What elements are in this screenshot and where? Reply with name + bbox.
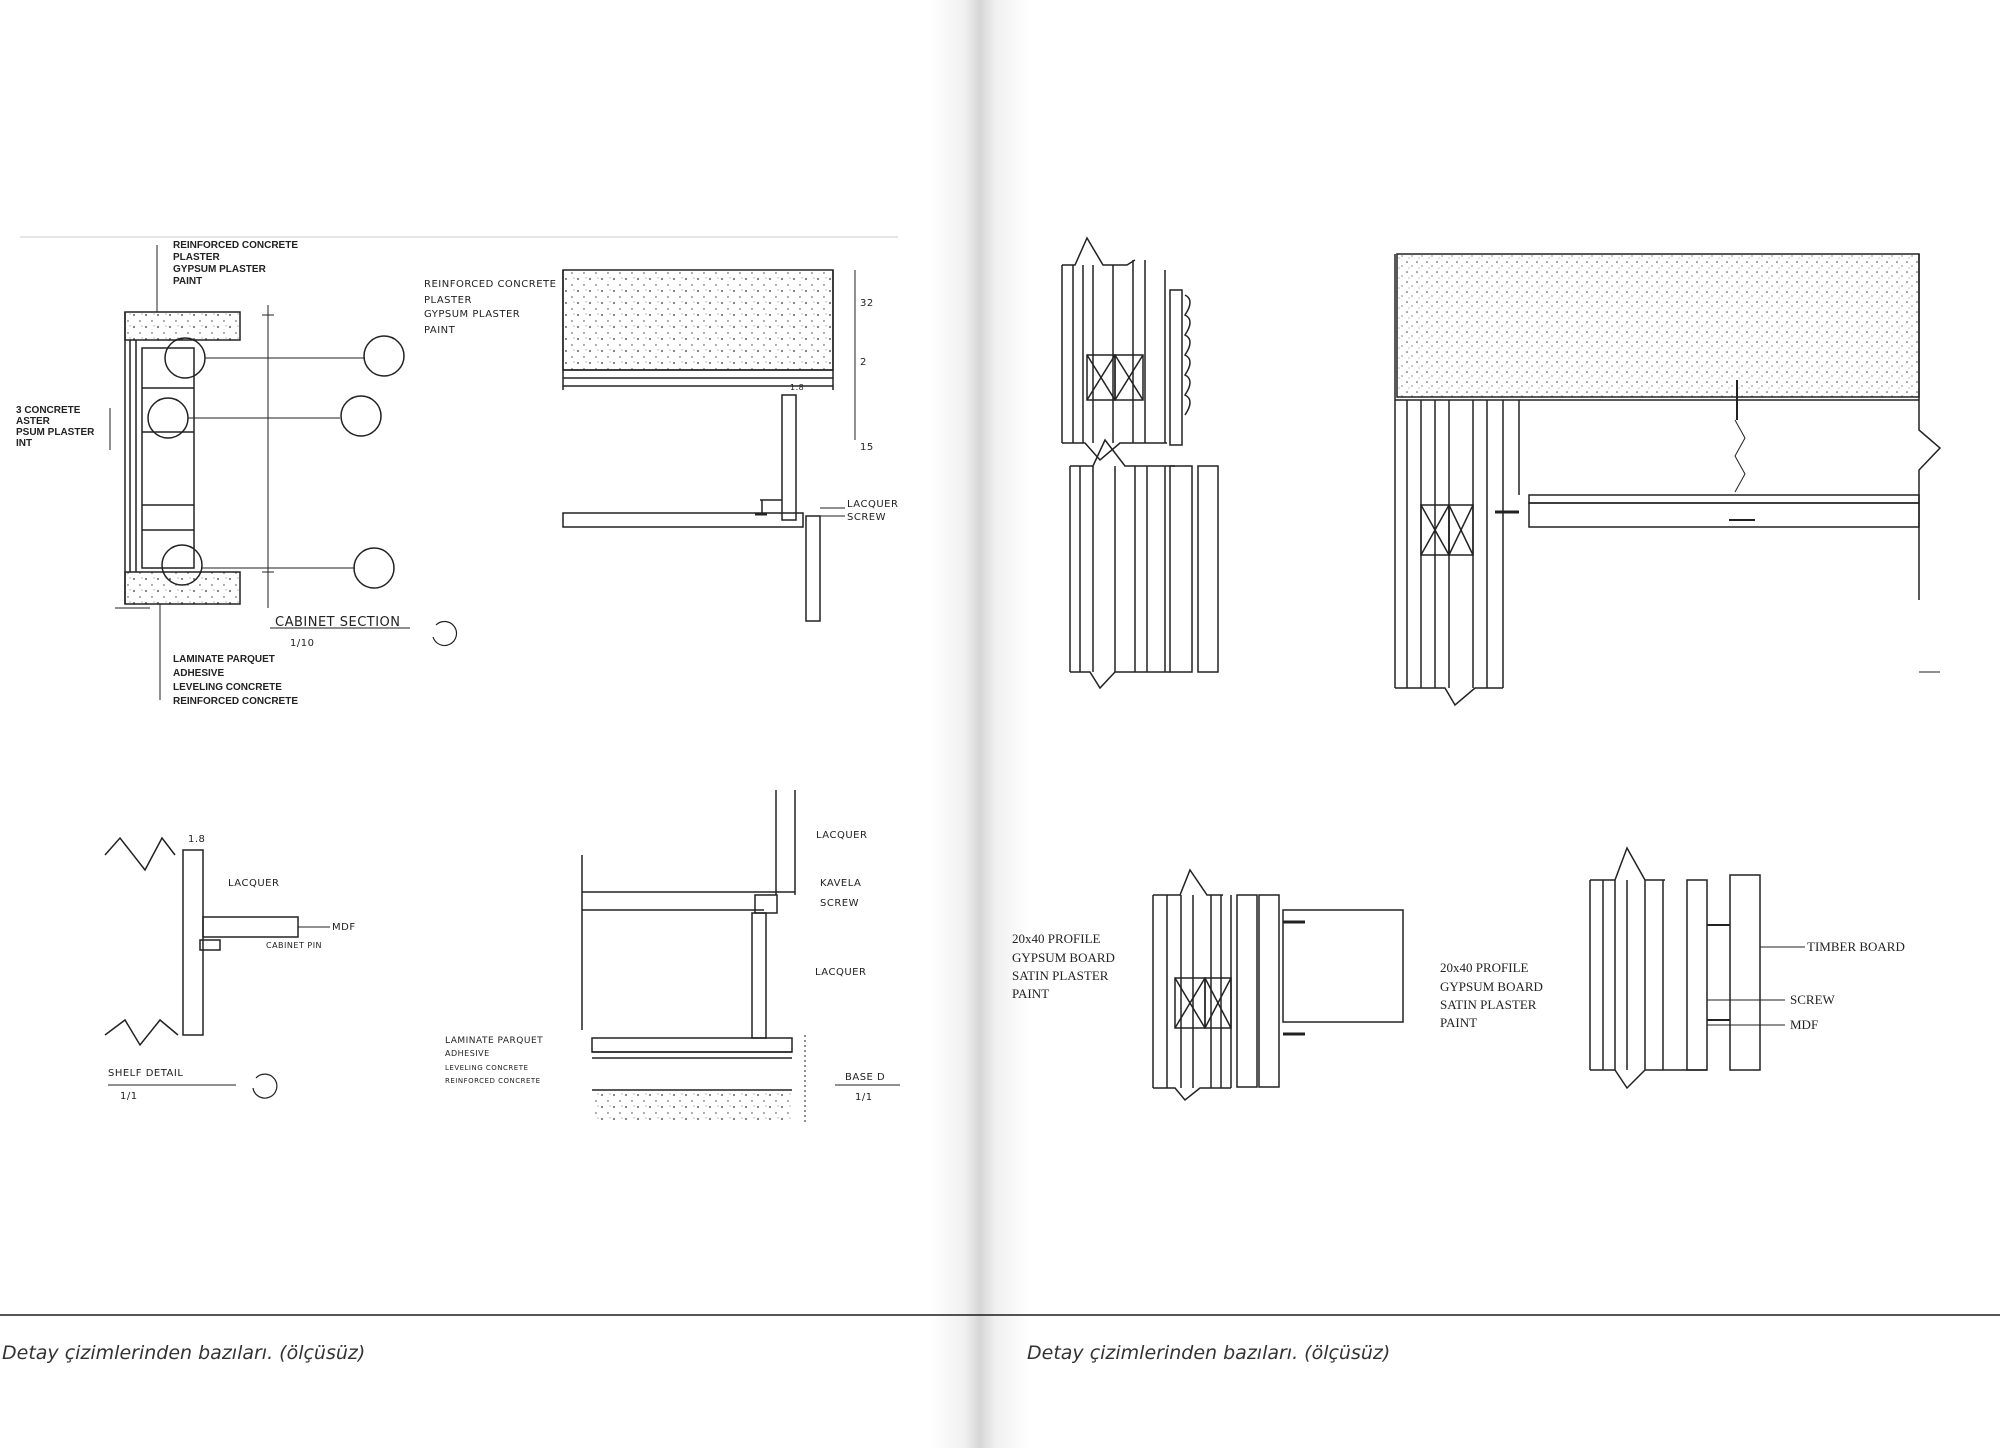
layer-label: REINFORCED CONCRETE	[445, 1077, 541, 1085]
cabinet-bottom-layer-labels: LAMINATE PARQUET ADHESIVE LEVELING CONCR…	[173, 654, 298, 707]
layer-label: PAINT	[424, 325, 456, 336]
layer-label: LAMINATE PARQUET	[445, 1036, 543, 1046]
ceiling-layer-labels: REINFORCED CONCRETE PLASTER GYPSUM PLAST…	[424, 279, 898, 523]
book-gutter-shadow	[930, 0, 1030, 1448]
layer-label: PSUM PLASTER	[16, 427, 95, 438]
cabinet-side-layer-labels: 3 CONCRETE ASTER PSUM PLASTER INT	[16, 405, 95, 449]
ceiling-detail-drawing	[562, 269, 856, 622]
layer-label: LEVELING CONCRETE	[173, 682, 282, 693]
dimension-label: 32	[860, 298, 874, 309]
base-label-kavela: KAVELA	[820, 878, 861, 889]
label-mdf: MDF	[1790, 1017, 1818, 1032]
shelf-label-mdf: MDF	[332, 922, 356, 933]
layer-label: SATIN PLASTER	[1440, 997, 1537, 1012]
page-caption: Detay çizimlerinden bazıları. (ölçüsüz)	[1027, 1342, 1391, 1364]
dimension-label: 1.8	[790, 383, 804, 392]
left-page: REINFORCED CONCRETE PLASTER GYPSUM PLAST…	[0, 0, 975, 1448]
right-page: 20x40 PROFILE GYPSUM BOARD SATIN PLASTER…	[975, 0, 2000, 1448]
profile-detail-right-labels: 20x40 PROFILE GYPSUM BOARD SATIN PLASTER…	[1440, 939, 1905, 1032]
layer-label: PAINT	[1440, 1015, 1477, 1030]
layer-label: REINFORCED CONCRETE	[424, 279, 556, 290]
cad-wall-detail-top-left	[1061, 236, 1219, 690]
left-drawing-sheet: REINFORCED CONCRETE PLASTER GYPSUM PLAST…	[16, 236, 900, 1125]
ceiling-label-lacquer: LACQUER	[847, 499, 898, 510]
dimension-label: 2	[860, 357, 867, 368]
layer-label: SATIN PLASTER	[1012, 968, 1109, 983]
layer-label: GYPSUM PLASTER	[173, 264, 267, 275]
cabinet-section-scale: 1/10	[290, 638, 314, 649]
caption-rule	[975, 1314, 2000, 1316]
layer-label: 20x40 PROFILE	[1012, 931, 1101, 946]
shelf-label-lacquer: LACQUER	[228, 878, 279, 889]
layer-label: ADHESIVE	[445, 1049, 490, 1058]
page-caption: Detay çizimlerinden bazıları. (ölçüsüz)	[2, 1342, 366, 1364]
layer-label: GYPSUM PLASTER	[424, 309, 520, 320]
layer-label: GYPSUM BOARD	[1440, 979, 1543, 994]
shelf-detail-scale: 1/1	[120, 1091, 138, 1102]
base-label-lacquer: LACQUER	[815, 967, 866, 978]
cad-ceiling-junction-detail	[1394, 253, 1942, 707]
layer-label: 3 CONCRETE	[16, 405, 81, 416]
shelf-detail-title: SHELF DETAIL	[108, 1068, 183, 1079]
base-detail-title: BASE D	[845, 1072, 885, 1083]
base-detail-labels: LACQUER KAVELA SCREW LACQUER LAMINATE PA…	[445, 830, 885, 1103]
layer-label: LAMINATE PARQUET	[173, 654, 275, 665]
base-label-screw: SCREW	[820, 898, 859, 909]
layer-label: PAINT	[1012, 986, 1049, 1001]
base-detail-drawing	[581, 790, 900, 1125]
cabinet-section-title: CABINET SECTION	[275, 615, 401, 630]
layer-label: REINFORCED CONCRETE	[173, 240, 298, 251]
layer-label: INT	[16, 438, 32, 449]
label-timber-board: TIMBER BOARD	[1807, 939, 1905, 954]
layer-label: GYPSUM BOARD	[1012, 950, 1115, 965]
profile-detail-left-labels: 20x40 PROFILE GYPSUM BOARD SATIN PLASTER…	[1012, 931, 1115, 1001]
layer-label: PAINT	[173, 276, 202, 287]
layer-label: LEVELING CONCRETE	[445, 1064, 528, 1072]
dimension-label: 15	[860, 442, 874, 453]
cad-profile-detail-right	[1589, 846, 1805, 1090]
layer-label: PLASTER	[173, 252, 220, 263]
shelf-detail-drawing	[104, 836, 330, 1099]
base-label-lacquer-top: LACQUER	[816, 830, 867, 841]
layer-label: ADHESIVE	[173, 668, 224, 679]
label-screw: SCREW	[1790, 992, 1836, 1007]
shelf-label-pin: CABINET PIN	[266, 941, 322, 950]
cabinet-top-layer-labels: REINFORCED CONCRETE PLASTER GYPSUM PLAST…	[173, 240, 298, 287]
caption-rule	[0, 1314, 975, 1316]
layer-label: REINFORCED CONCRETE	[173, 696, 298, 707]
cabinet-section-drawing	[109, 245, 458, 700]
layer-label: 20x40 PROFILE	[1440, 960, 1529, 975]
shelf-detail-labels: 1.8 LACQUER MDF CABINET PIN SHELF DETAIL…	[108, 834, 356, 1102]
layer-label: ASTER	[16, 416, 51, 427]
cad-profile-detail-left	[1152, 868, 1404, 1102]
layer-label: PLASTER	[424, 295, 472, 306]
right-drawing-sheet: 20x40 PROFILE GYPSUM BOARD SATIN PLASTER…	[1012, 236, 1942, 1102]
dimension-label: 1.8	[188, 834, 205, 845]
ceiling-label-screw: SCREW	[847, 512, 886, 523]
base-detail-scale: 1/1	[855, 1092, 873, 1103]
